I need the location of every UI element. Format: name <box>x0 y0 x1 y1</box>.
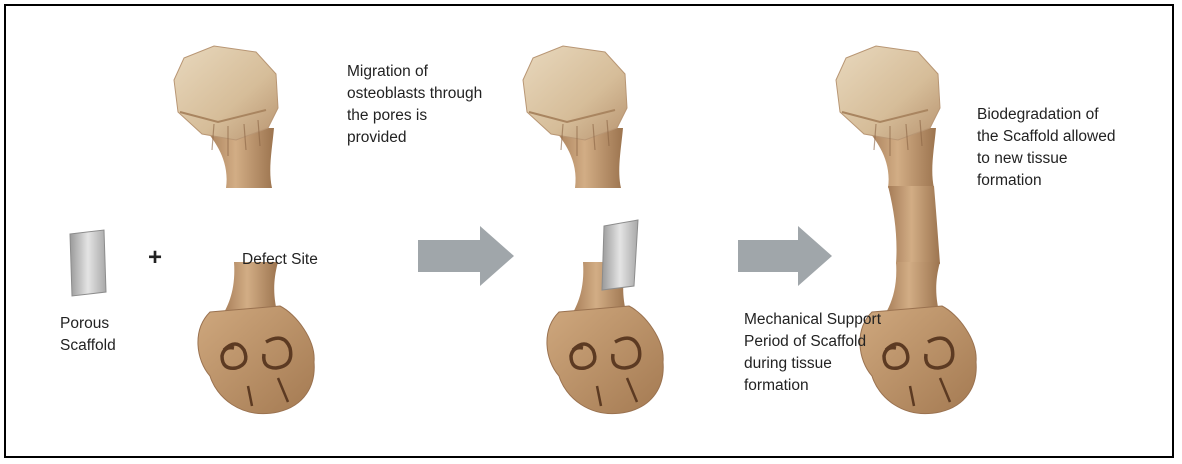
scaffold-cylinder-icon <box>70 230 106 296</box>
bone-with-scaffold <box>523 46 663 414</box>
arrow-right-icon <box>418 226 514 286</box>
migration-label: Migration of osteoblasts through the por… <box>347 61 482 149</box>
bone-with-defect <box>174 46 314 414</box>
mechanical-support-label: Mechanical Support Period of Scaffold du… <box>744 309 881 397</box>
porous-scaffold-label: Porous Scaffold <box>60 313 116 357</box>
plus-sign: + <box>148 244 162 272</box>
defect-site-label: Defect Site <box>242 249 318 271</box>
arrow-right-icon <box>738 226 832 286</box>
biodegradation-label: Biodegradation of the Scaffold allowed t… <box>977 104 1115 192</box>
